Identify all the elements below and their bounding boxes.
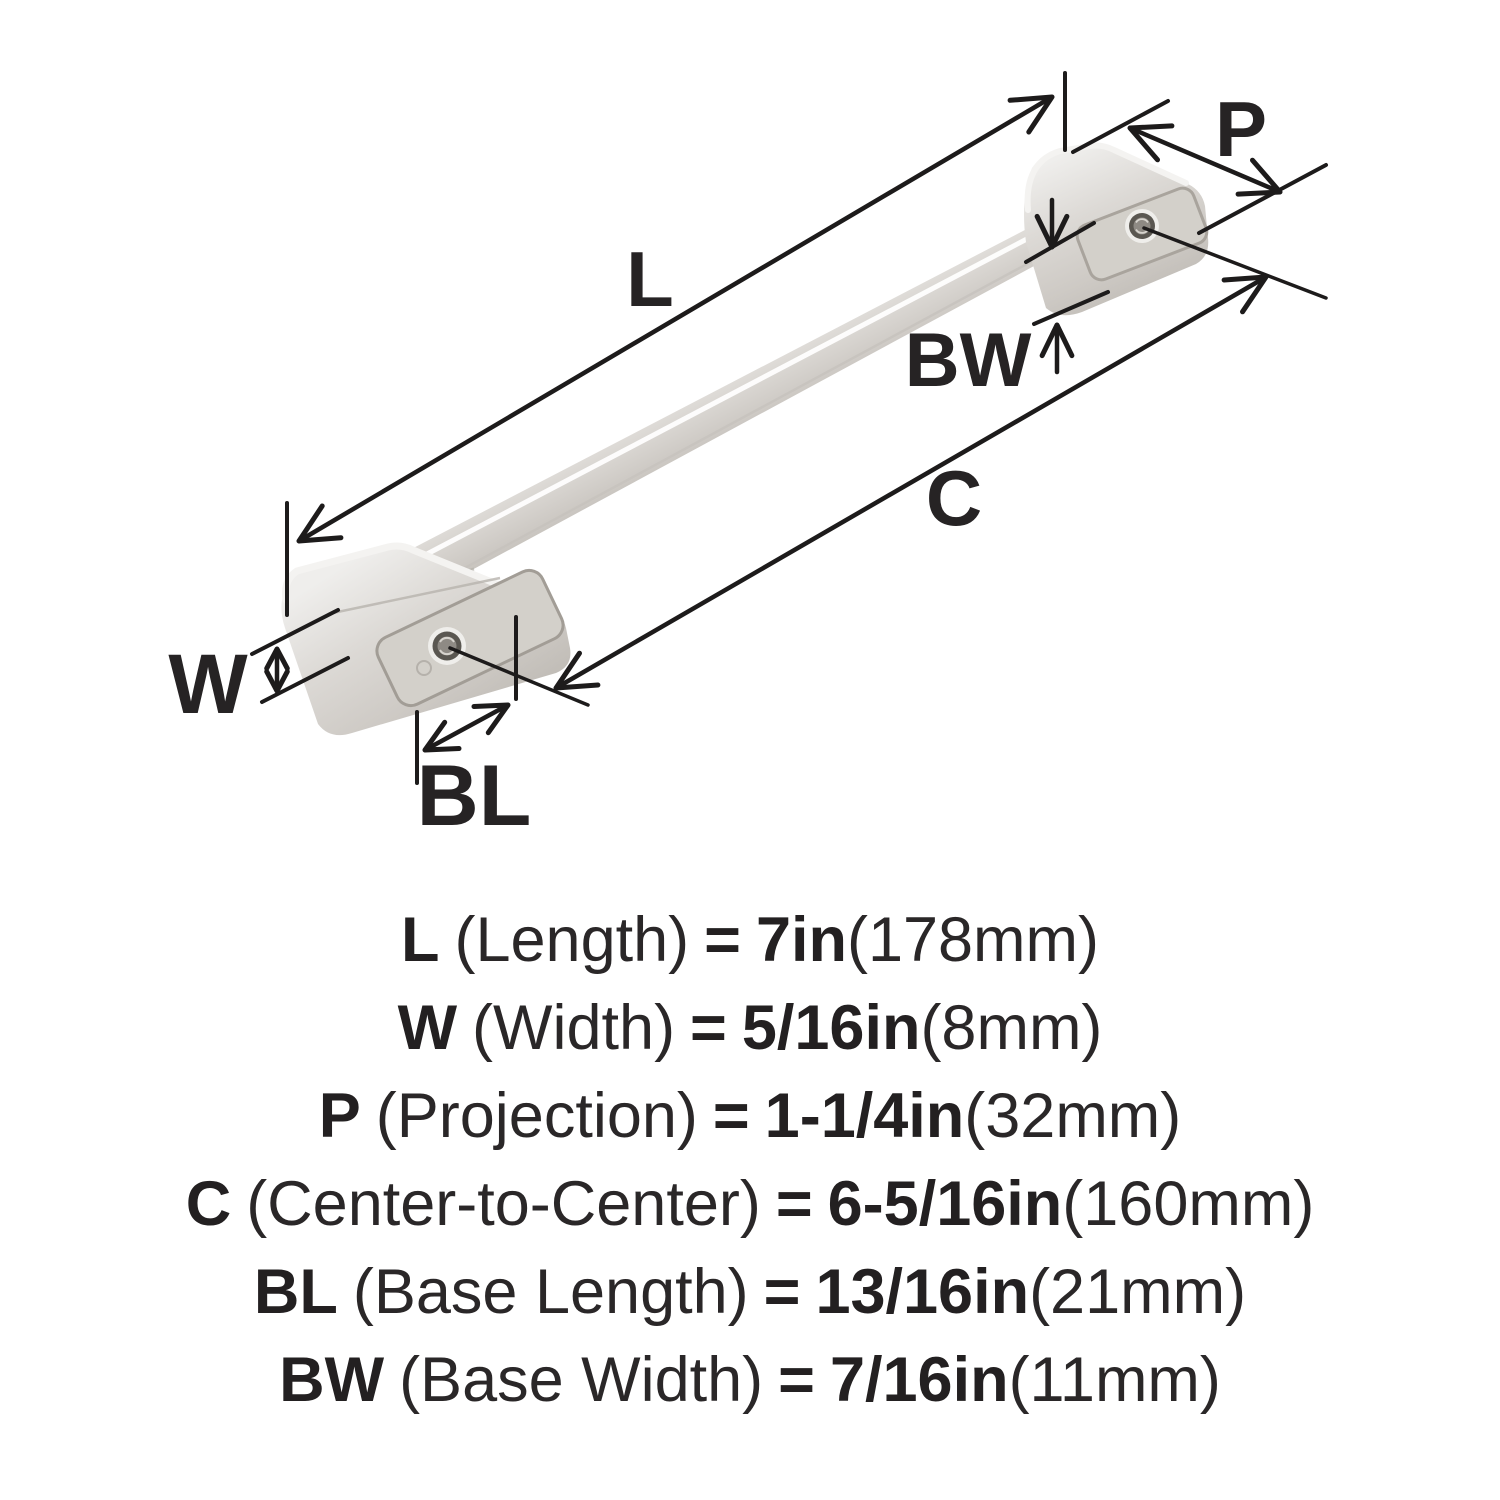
handle-bar xyxy=(398,219,1046,612)
dim-P-ext-2 xyxy=(1197,163,1328,235)
dim-L-line xyxy=(296,94,1055,544)
handle-illustration xyxy=(281,142,1209,736)
spec-value: 1-1/4in xyxy=(764,1081,965,1151)
spec-code: BW xyxy=(279,1345,385,1415)
label-length: L xyxy=(626,235,674,323)
arrowhead xyxy=(471,702,511,736)
spec-text-block: L(Length)=7in(178mm) W(Width)=5/16in(8mm… xyxy=(0,896,1500,1424)
spec-equals: = xyxy=(778,1345,815,1415)
spec-name: (Base Width) xyxy=(399,1345,764,1415)
handle-base-left xyxy=(281,542,571,736)
spec-code: C xyxy=(185,1169,232,1239)
dim-C xyxy=(448,226,1328,707)
dim-BW-ext-bottom xyxy=(1032,290,1110,326)
spec-metric: (32mm) xyxy=(964,1081,1182,1151)
dim-BL-line xyxy=(422,702,511,753)
arrowhead xyxy=(1034,213,1070,250)
spec-name: (Projection) xyxy=(375,1081,698,1151)
spec-name: (Base Length) xyxy=(352,1257,749,1327)
spec-line-base-width: BW(Base Width)=7/16in(11mm) xyxy=(0,1336,1500,1424)
spec-name: (Center-to-Center) xyxy=(246,1169,761,1239)
screw-hole-right xyxy=(1125,209,1159,243)
dim-W-ext-bottom xyxy=(260,656,350,704)
spec-code: L xyxy=(401,905,440,975)
dim-L xyxy=(285,71,1067,617)
arrowhead xyxy=(1221,274,1269,315)
dim-W xyxy=(250,608,350,704)
spec-metric: (8mm) xyxy=(920,993,1103,1063)
label-base-width: BW xyxy=(905,318,1032,403)
arrowhead xyxy=(296,503,344,544)
label-projection: P xyxy=(1215,85,1267,173)
label-base-length: BL xyxy=(417,748,532,844)
dim-P xyxy=(1071,99,1328,235)
spec-line-projection: P(Projection)=1-1/4in(32mm) xyxy=(0,1072,1500,1160)
spec-line-center-to-center: C(Center-to-Center)=6-5/16in(160mm) xyxy=(0,1160,1500,1248)
spec-value: 7in xyxy=(755,905,847,975)
handle-bar-highlight xyxy=(406,227,1046,567)
spec-equals: = xyxy=(690,993,727,1063)
spec-name: (Length) xyxy=(454,905,690,975)
dimension-annotations xyxy=(250,71,1328,785)
spec-value: 5/16in xyxy=(741,993,921,1063)
arrowhead xyxy=(1127,123,1175,163)
spec-equals: = xyxy=(712,1081,750,1151)
arrowhead xyxy=(422,719,462,753)
spec-metric: (178mm) xyxy=(846,905,1099,975)
spec-equals: = xyxy=(704,905,741,975)
arrowhead xyxy=(553,650,601,691)
arrowhead xyxy=(1039,322,1075,359)
base-left-crease xyxy=(327,576,501,616)
label-width: W xyxy=(168,637,248,731)
spec-line-length: L(Length)=7in(178mm) xyxy=(0,896,1500,984)
registered-mark xyxy=(416,660,432,676)
dim-P-line xyxy=(1127,125,1283,195)
dim-BW-ext-top xyxy=(1024,221,1096,264)
spec-equals: = xyxy=(775,1169,813,1239)
dim-BW xyxy=(1024,197,1110,375)
label-center-to-center: C xyxy=(926,454,982,542)
arrowhead xyxy=(264,669,290,694)
spec-value: 13/16in xyxy=(815,1257,1030,1327)
spec-value: 7/16in xyxy=(829,1345,1009,1415)
dim-W-ext-top xyxy=(250,608,340,656)
handle-bar-seam xyxy=(423,256,1039,592)
dim-C-line xyxy=(553,274,1269,691)
base-right-top-highlight xyxy=(1024,142,1189,213)
dim-C-leader-bottom xyxy=(448,646,590,707)
spec-metric: (21mm) xyxy=(1029,1257,1247,1327)
spec-metric: (160mm) xyxy=(1062,1169,1315,1239)
dim-P-ext-1 xyxy=(1071,99,1170,154)
arrowhead xyxy=(1007,94,1055,135)
arrowhead xyxy=(1235,157,1283,197)
screw-hole-left xyxy=(428,627,466,665)
handle-base-right xyxy=(1024,142,1209,316)
spec-line-base-length: BL(Base Length)=13/16in(21mm) xyxy=(0,1248,1500,1336)
spec-metric: (11mm) xyxy=(1008,1345,1221,1415)
spec-name: (Width) xyxy=(472,993,676,1063)
spec-code: BL xyxy=(253,1257,338,1327)
spec-value: 6-5/16in xyxy=(827,1169,1063,1239)
dim-C-leader-top xyxy=(1142,226,1328,300)
base-left-recess xyxy=(375,568,565,708)
spec-equals: = xyxy=(763,1257,801,1327)
dim-BL xyxy=(415,702,511,785)
arrowhead xyxy=(264,646,290,671)
spec-code: W xyxy=(397,993,458,1063)
spec-line-width: W(Width)=5/16in(8mm) xyxy=(0,984,1500,1072)
spec-code: P xyxy=(318,1081,361,1151)
